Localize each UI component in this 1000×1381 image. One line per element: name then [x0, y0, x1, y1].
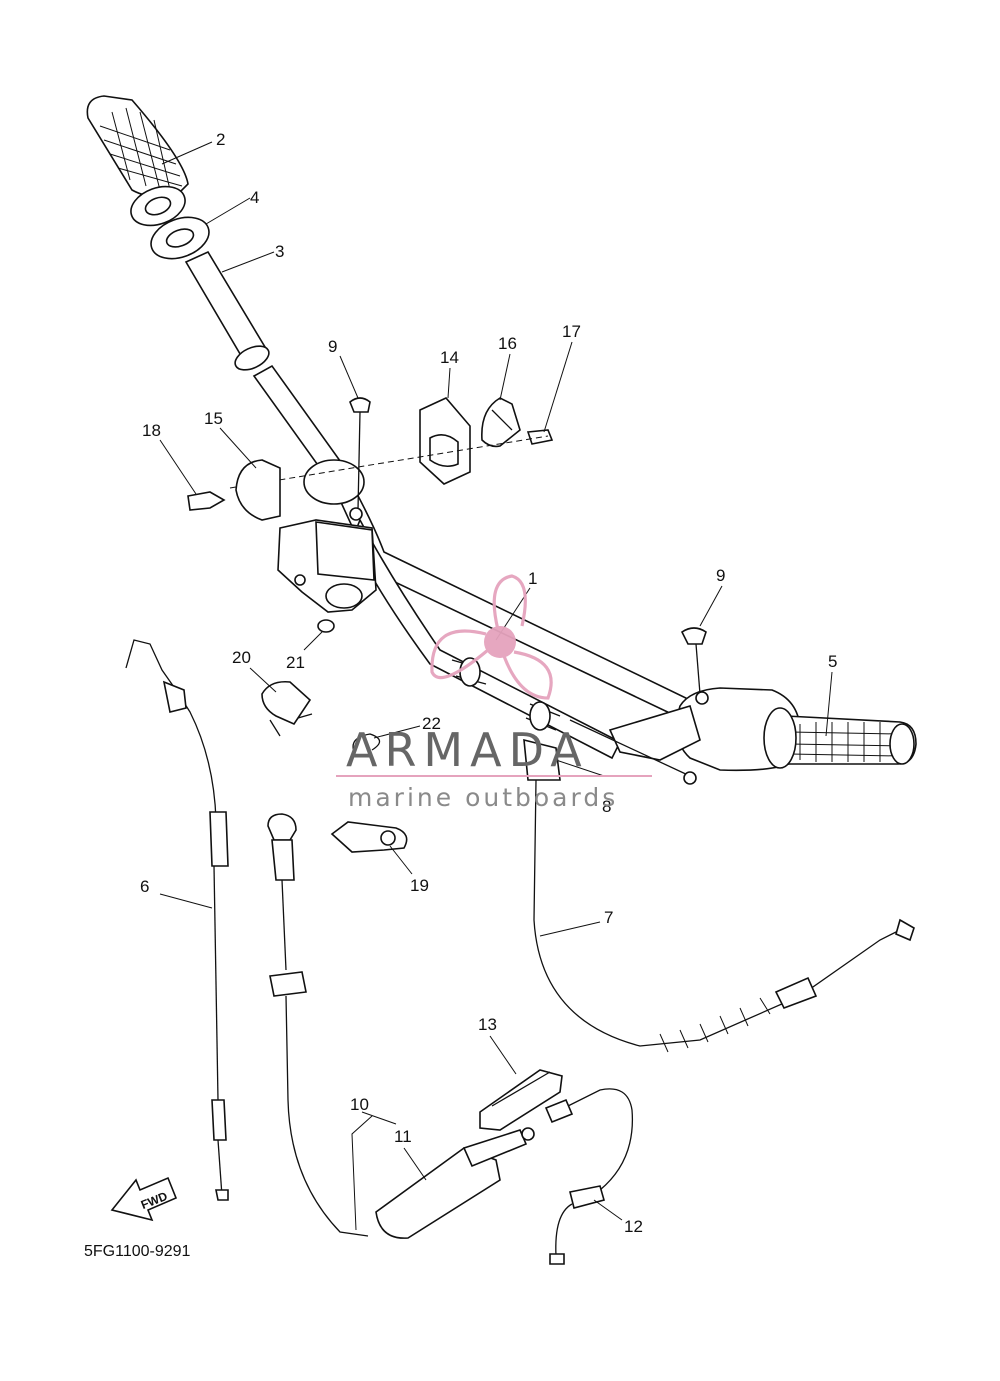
callout-1: 1: [528, 569, 537, 588]
callout-20: 20: [232, 648, 251, 667]
callout-21: 21: [286, 653, 305, 672]
watermark-brand: ARMADA: [346, 723, 589, 777]
callout-9-left: 9: [328, 337, 337, 356]
callout-5: 5: [828, 652, 837, 671]
forward-arrow-icon: FWD: [110, 1176, 178, 1222]
callout-6: 6: [140, 877, 149, 896]
callout-16: 16: [498, 334, 517, 353]
callout-3: 3: [275, 242, 284, 261]
cap-part: [317, 619, 335, 633]
holder-part: [479, 1069, 563, 1131]
callout-10: 10: [350, 1095, 369, 1114]
half-clamp-part: [235, 459, 281, 521]
callout-2: 2: [216, 130, 225, 149]
hook-part: [352, 733, 381, 757]
callout-22: 22: [422, 714, 441, 733]
left-grip-part: [86, 95, 189, 227]
cable-guide-part: [261, 680, 313, 737]
bracket-part: [330, 821, 408, 853]
callout-17: 17: [562, 322, 581, 341]
cable-part-7: [523, 738, 915, 1053]
clamp-part: [481, 397, 521, 448]
screw-part-right: [680, 627, 709, 705]
bolt-part: [187, 491, 226, 511]
handlebar-part: [339, 467, 692, 760]
lever-holder-part: [419, 397, 471, 485]
callout-labels: 2 4 3 9 14 16 17 15 18 1 9 5 20 21 22 8 …: [140, 130, 837, 1236]
cable-part-6: [125, 639, 229, 1201]
armada-logo-icon: [430, 574, 553, 700]
flange-part: [150, 216, 210, 260]
cable-part-12: [544, 1088, 634, 1265]
callout-14: 14: [440, 348, 459, 367]
sleeve-part: [184, 250, 350, 484]
diagram-code: 5FG1100-9291: [84, 1243, 191, 1260]
callout-9-right: 9: [716, 566, 725, 585]
callout-13: 13: [478, 1015, 497, 1034]
watermark-tagline: marine outboards: [348, 783, 618, 812]
callout-15: 15: [204, 409, 223, 428]
callout-11: 11: [394, 1127, 412, 1146]
callout-7: 7: [604, 908, 613, 927]
callout-4: 4: [250, 188, 259, 207]
choke-cable-part: [267, 813, 369, 1237]
screw-part-left: [349, 397, 371, 521]
leader-lines: [159, 141, 833, 1231]
callout-19: 19: [410, 876, 429, 895]
choke-plunger-part: [375, 1127, 535, 1239]
callout-8: 8: [602, 797, 611, 816]
callout-18: 18: [142, 421, 161, 440]
master-cylinder-part: [277, 459, 377, 613]
callout-12: 12: [624, 1217, 643, 1236]
throttle-grip-part: [569, 687, 917, 785]
